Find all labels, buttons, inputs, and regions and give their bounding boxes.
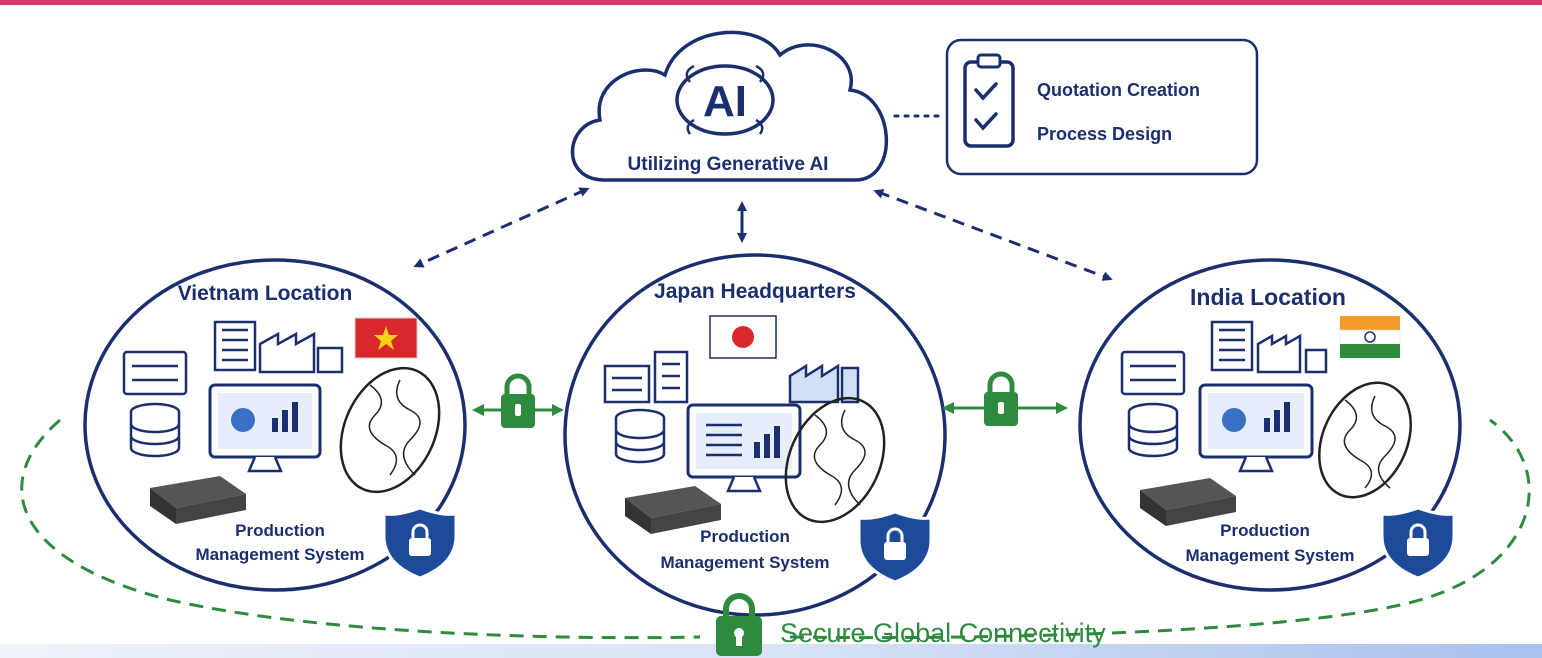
system-label-line2: Management System [195,545,364,564]
system-label-line2: Management System [660,553,829,572]
location-title: Japan Headquarters [654,280,856,303]
controller-device-icon [1140,478,1236,526]
secure-link-japan-india [942,371,1068,426]
secure-link-vietnam-japan [472,373,564,428]
system-label-line1: Production [1220,521,1310,540]
ai-caption: Utilizing Generative AI [628,154,829,175]
controller-device-icon [150,476,246,524]
system-label-line1: Production [235,521,325,540]
system-label-line2: Management System [1185,546,1354,565]
ai-brain-icon [675,64,775,136]
database-icon [1127,402,1179,458]
ai-cloud: AI Utilizing Generative AI [570,30,888,182]
japan-flag-icon [709,315,777,359]
monitor-dashboard-icon [686,403,802,493]
location-title: Vietnam Location [178,282,353,305]
factory-icon [788,363,860,404]
green-padlock-icon [716,593,762,656]
monitor-dashboard-icon [1198,383,1314,473]
office-building-icon [213,320,257,372]
arrow-ai-vietnam [413,187,590,268]
india-flag-icon [1339,316,1401,358]
task-box: Quotation Creation Process Design [945,38,1259,176]
database-icon [129,402,181,458]
green-padlock-icon [501,373,535,428]
arrow-ai-india [873,189,1113,281]
factory-icon [258,331,344,374]
green-padlock-icon [984,371,1018,426]
server-rack-icon [1120,350,1186,396]
security-shield-icon [1380,506,1456,580]
system-label-line1: Production [700,527,790,546]
controller-device-icon [625,486,721,534]
top-accent-band [0,0,1542,5]
brain-sketch-icon [1318,381,1412,499]
brain-sketch-icon [784,396,886,524]
secure-connectivity-loop [20,418,1531,640]
bottom-accent-band [0,644,1542,658]
monitor-dashboard-icon [208,383,322,473]
footer-label: Secure Global Connectivity [780,618,1106,648]
server-rack-icon [122,350,188,396]
location-title: India Location [1190,284,1346,310]
clipboard-checklist-icon [963,53,1015,148]
vietnam-flag-icon [354,317,418,359]
office-building-icon [1210,320,1254,372]
security-shield-icon [857,510,933,584]
task-item-quotation: Quotation Creation [1037,80,1200,100]
location-node-japan: Japan Headquarters [563,253,947,617]
brain-sketch-icon [339,366,441,494]
location-node-vietnam: Vietnam Location [83,258,467,592]
ai-badge: AI [703,77,747,126]
office-building-icon [603,350,689,404]
factory-icon [1256,333,1328,374]
task-item-process-design: Process Design [1037,124,1172,144]
footer-secure-connectivity: Secure Global Connectivity [716,593,1106,656]
database-icon [614,408,666,464]
location-node-india: India Location [1078,258,1462,592]
security-shield-icon [382,506,458,580]
